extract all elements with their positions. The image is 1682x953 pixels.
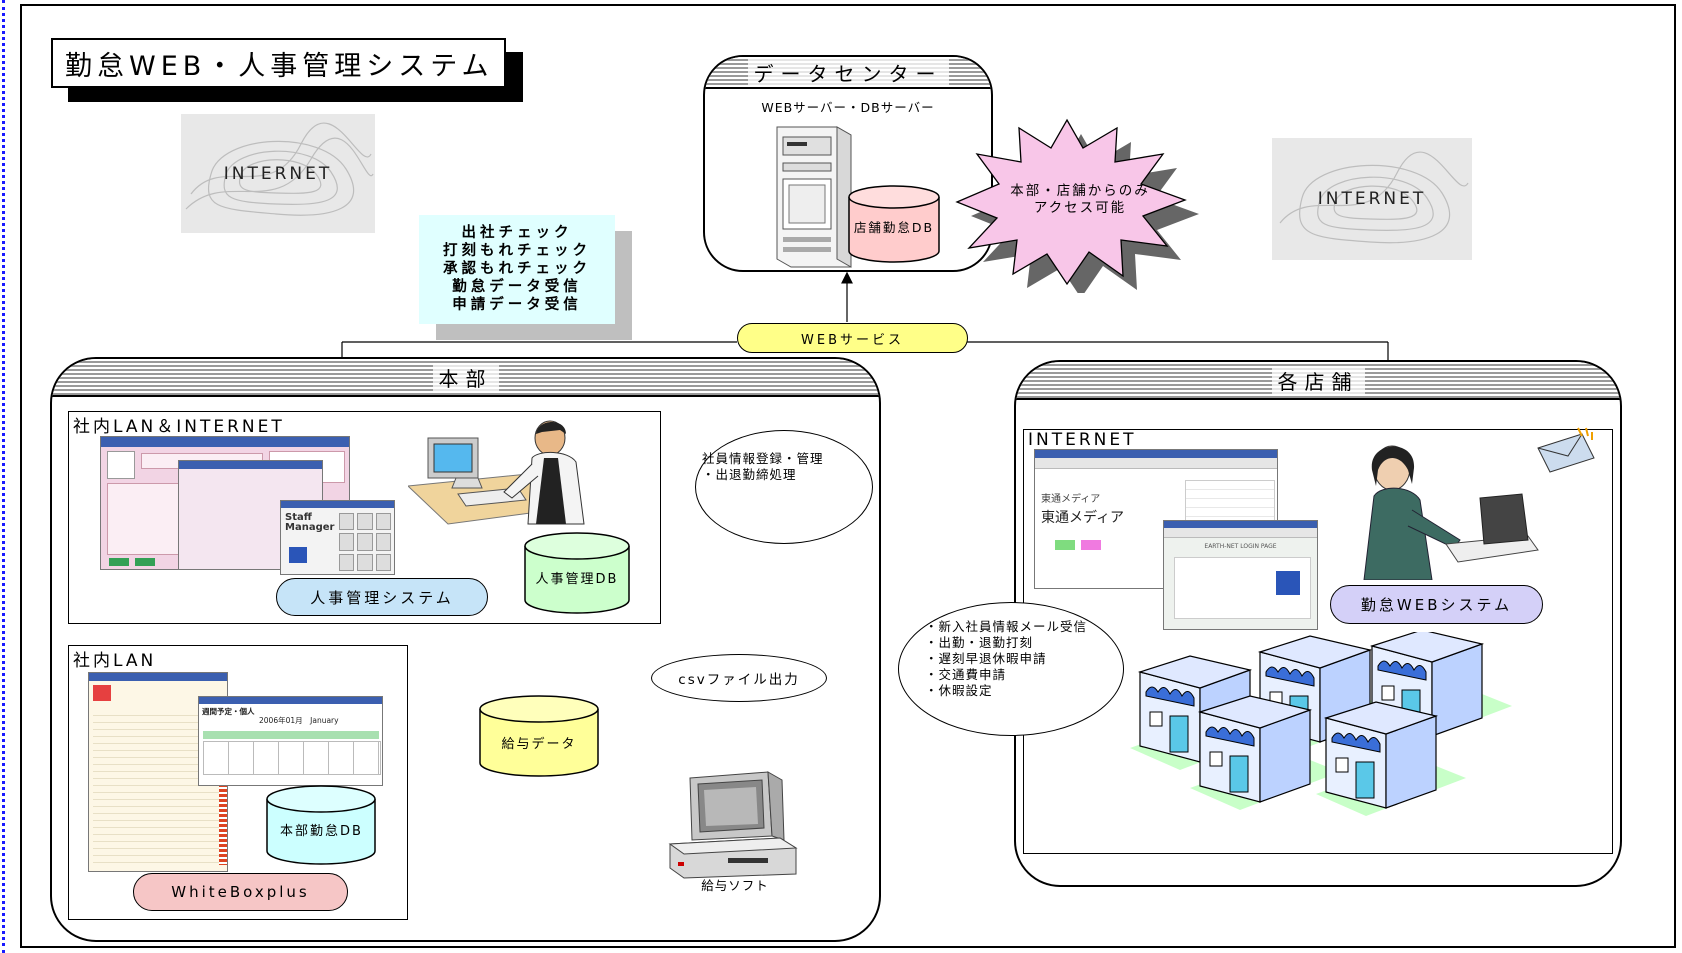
store-worker-icon [1363, 445, 1539, 580]
hr-note: 社員情報登録・管理 ・出退勤締処理 [702, 451, 872, 483]
calendar-month: 2006年01月 January [259, 716, 339, 725]
calendar-screen: 週間予定・個人 2006年01月 January [198, 696, 383, 786]
honbu-title: 本部 [432, 362, 499, 392]
store-login-form [1174, 557, 1311, 619]
hr-screen-btn [109, 558, 129, 566]
check-item: 申請データ受信 [452, 297, 582, 313]
internet-label-left: INTERNET [223, 163, 333, 184]
hr-screen-form-a [107, 483, 187, 555]
feature-item: ・出勤・退勤打刻 [925, 635, 1034, 650]
store-portal-btn [1081, 540, 1101, 550]
page-dotted-border [2, 0, 5, 953]
payroll-db-cylinder-icon [479, 695, 599, 777]
calendar-titlebar [199, 697, 382, 704]
check-item: 承認もれチェック [443, 261, 591, 277]
payroll-soft-label: 給与ソフト [701, 878, 769, 893]
datacenter-header: データセンター [705, 57, 991, 89]
calendar-header-row [203, 731, 379, 739]
features-ellipse: ・新入社員情報メール受信 ・出勤・退勤打刻 ・遅刻早退休暇申請 ・交通費申請 ・… [898, 602, 1124, 736]
servers-label: WEBサーバー・DBサーバー [761, 100, 935, 115]
mail-envelope-icon [1537, 427, 1595, 473]
stores-title: 各店舗 [1271, 365, 1365, 395]
office-worker-icon [408, 420, 585, 525]
store-portal-titlebar [1035, 450, 1277, 458]
web-service-pill: WEBサービス [737, 323, 968, 353]
checks-panel: 出社チェック 打刻もれチェック 承認もれチェック 勤怠データ受信 申請データ受信 [419, 215, 615, 324]
honbu-header: 本部 [52, 359, 879, 397]
access-note: 本部・店舗からのみ アクセス可能 [990, 183, 1170, 217]
calendar-grid [203, 741, 381, 775]
store-portal-media-large: 東通メディア [1041, 510, 1125, 526]
cloud-left-texture-icon [185, 122, 374, 216]
store-login-screen: EARTH-NET LOGIN PAGE [1163, 520, 1318, 630]
lan-label: 社内LAN [73, 651, 157, 671]
store-buildings-icon [1130, 632, 1513, 817]
diagram-frame [20, 4, 1676, 948]
store-login-logo-icon [1276, 571, 1300, 595]
hr-screen-btn [135, 558, 155, 566]
check-item: 勤怠データ受信 [452, 279, 582, 295]
feature-item: ・遅刻早退休暇申請 [925, 651, 1047, 666]
hr-db-cylinder-icon [524, 532, 630, 614]
hr-note-line: 社員情報登録・管理 [702, 451, 824, 466]
store-db-label: 店舗勤怠DB [853, 220, 935, 235]
store-portal-media-small: 東通メディア [1041, 494, 1101, 505]
store-login-titlebar [1164, 521, 1317, 528]
stores-header: 各店舗 [1016, 362, 1620, 400]
attendance-db-cylinder-icon [266, 785, 376, 865]
server-tower-icon [776, 126, 852, 268]
hr-note-ellipse: 社員情報登録・管理 ・出退勤締処理 [695, 430, 873, 544]
lan-list-logo-icon [93, 685, 111, 701]
cloud-right-texture-icon [1279, 151, 1469, 244]
access-burst-icon [955, 118, 1199, 293]
payroll-label: 給与データ [501, 737, 577, 752]
datacenter-panel: データセンター WEBサーバー・DBサーバー 店舗勤怠DB [703, 55, 993, 272]
attendance-db-label: 本部勤怠DB [280, 824, 363, 839]
store-login-toolbar [1164, 528, 1317, 538]
staff-manager-label: Staff Manager [285, 512, 335, 533]
check-item: 出社チェック [461, 225, 573, 241]
access-note-line: アクセス可能 [1033, 200, 1127, 216]
check-item: 打刻もれチェック [443, 243, 591, 259]
csv-note: csvファイル出力 [678, 672, 800, 688]
store-db-cylinder-icon [848, 185, 940, 263]
hr-system-pill: 人事管理システム [276, 578, 488, 616]
internet-label-right: INTERNET [1317, 189, 1427, 209]
hr-note-line: ・出退勤締処理 [702, 467, 797, 482]
access-note-line: 本部・店舗からのみ [1010, 183, 1150, 199]
store-portal-toolbar [1035, 458, 1277, 469]
feature-item: ・交通費申請 [925, 667, 1007, 682]
store-portal-btn [1055, 540, 1075, 550]
calendar-title: 週間予定・個人 [202, 707, 255, 716]
staff-manager-screen: Staff Manager [280, 500, 395, 575]
whitebox-pill: WhiteBoxplus [133, 873, 348, 911]
lan-list-scroll [219, 709, 227, 865]
staff-manager-titlebar [281, 501, 394, 508]
internet-cloud-right: INTERNET [1272, 138, 1472, 260]
page-title: 勤怠WEB・人事管理システム [51, 38, 506, 88]
staff-manager-icon-grid [339, 513, 391, 571]
features-list: ・新入社員情報メール受信 ・出勤・退勤打刻 ・遅刻早退休暇申請 ・交通費申請 ・… [925, 619, 1123, 699]
payroll-computer-icon [668, 771, 798, 879]
lan-list-titlebar [89, 673, 227, 681]
store-login-title: EARTH-NET LOGIN PAGE [1204, 543, 1277, 550]
internet-cloud-left: INTERNET [181, 114, 375, 233]
store-internet-label: INTERNET [1028, 430, 1137, 450]
datacenter-title: データセンター [747, 57, 949, 87]
hr-screen-titlebar [101, 437, 349, 447]
staff-manager-logo-icon [289, 547, 307, 563]
hr-screen-logo-icon [107, 451, 135, 479]
feature-item: ・休暇設定 [925, 683, 993, 698]
hr-screen-back-titlebar [179, 461, 322, 469]
hr-db-label: 人事管理DB [535, 572, 619, 587]
feature-item: ・新入社員情報メール受信 [925, 619, 1088, 634]
csv-note-ellipse: csvファイル出力 [651, 654, 827, 702]
stores-system-pill: 勤怠WEBシステム [1330, 585, 1543, 624]
lan-internet-label: 社内LAN＆INTERNET [73, 417, 285, 437]
